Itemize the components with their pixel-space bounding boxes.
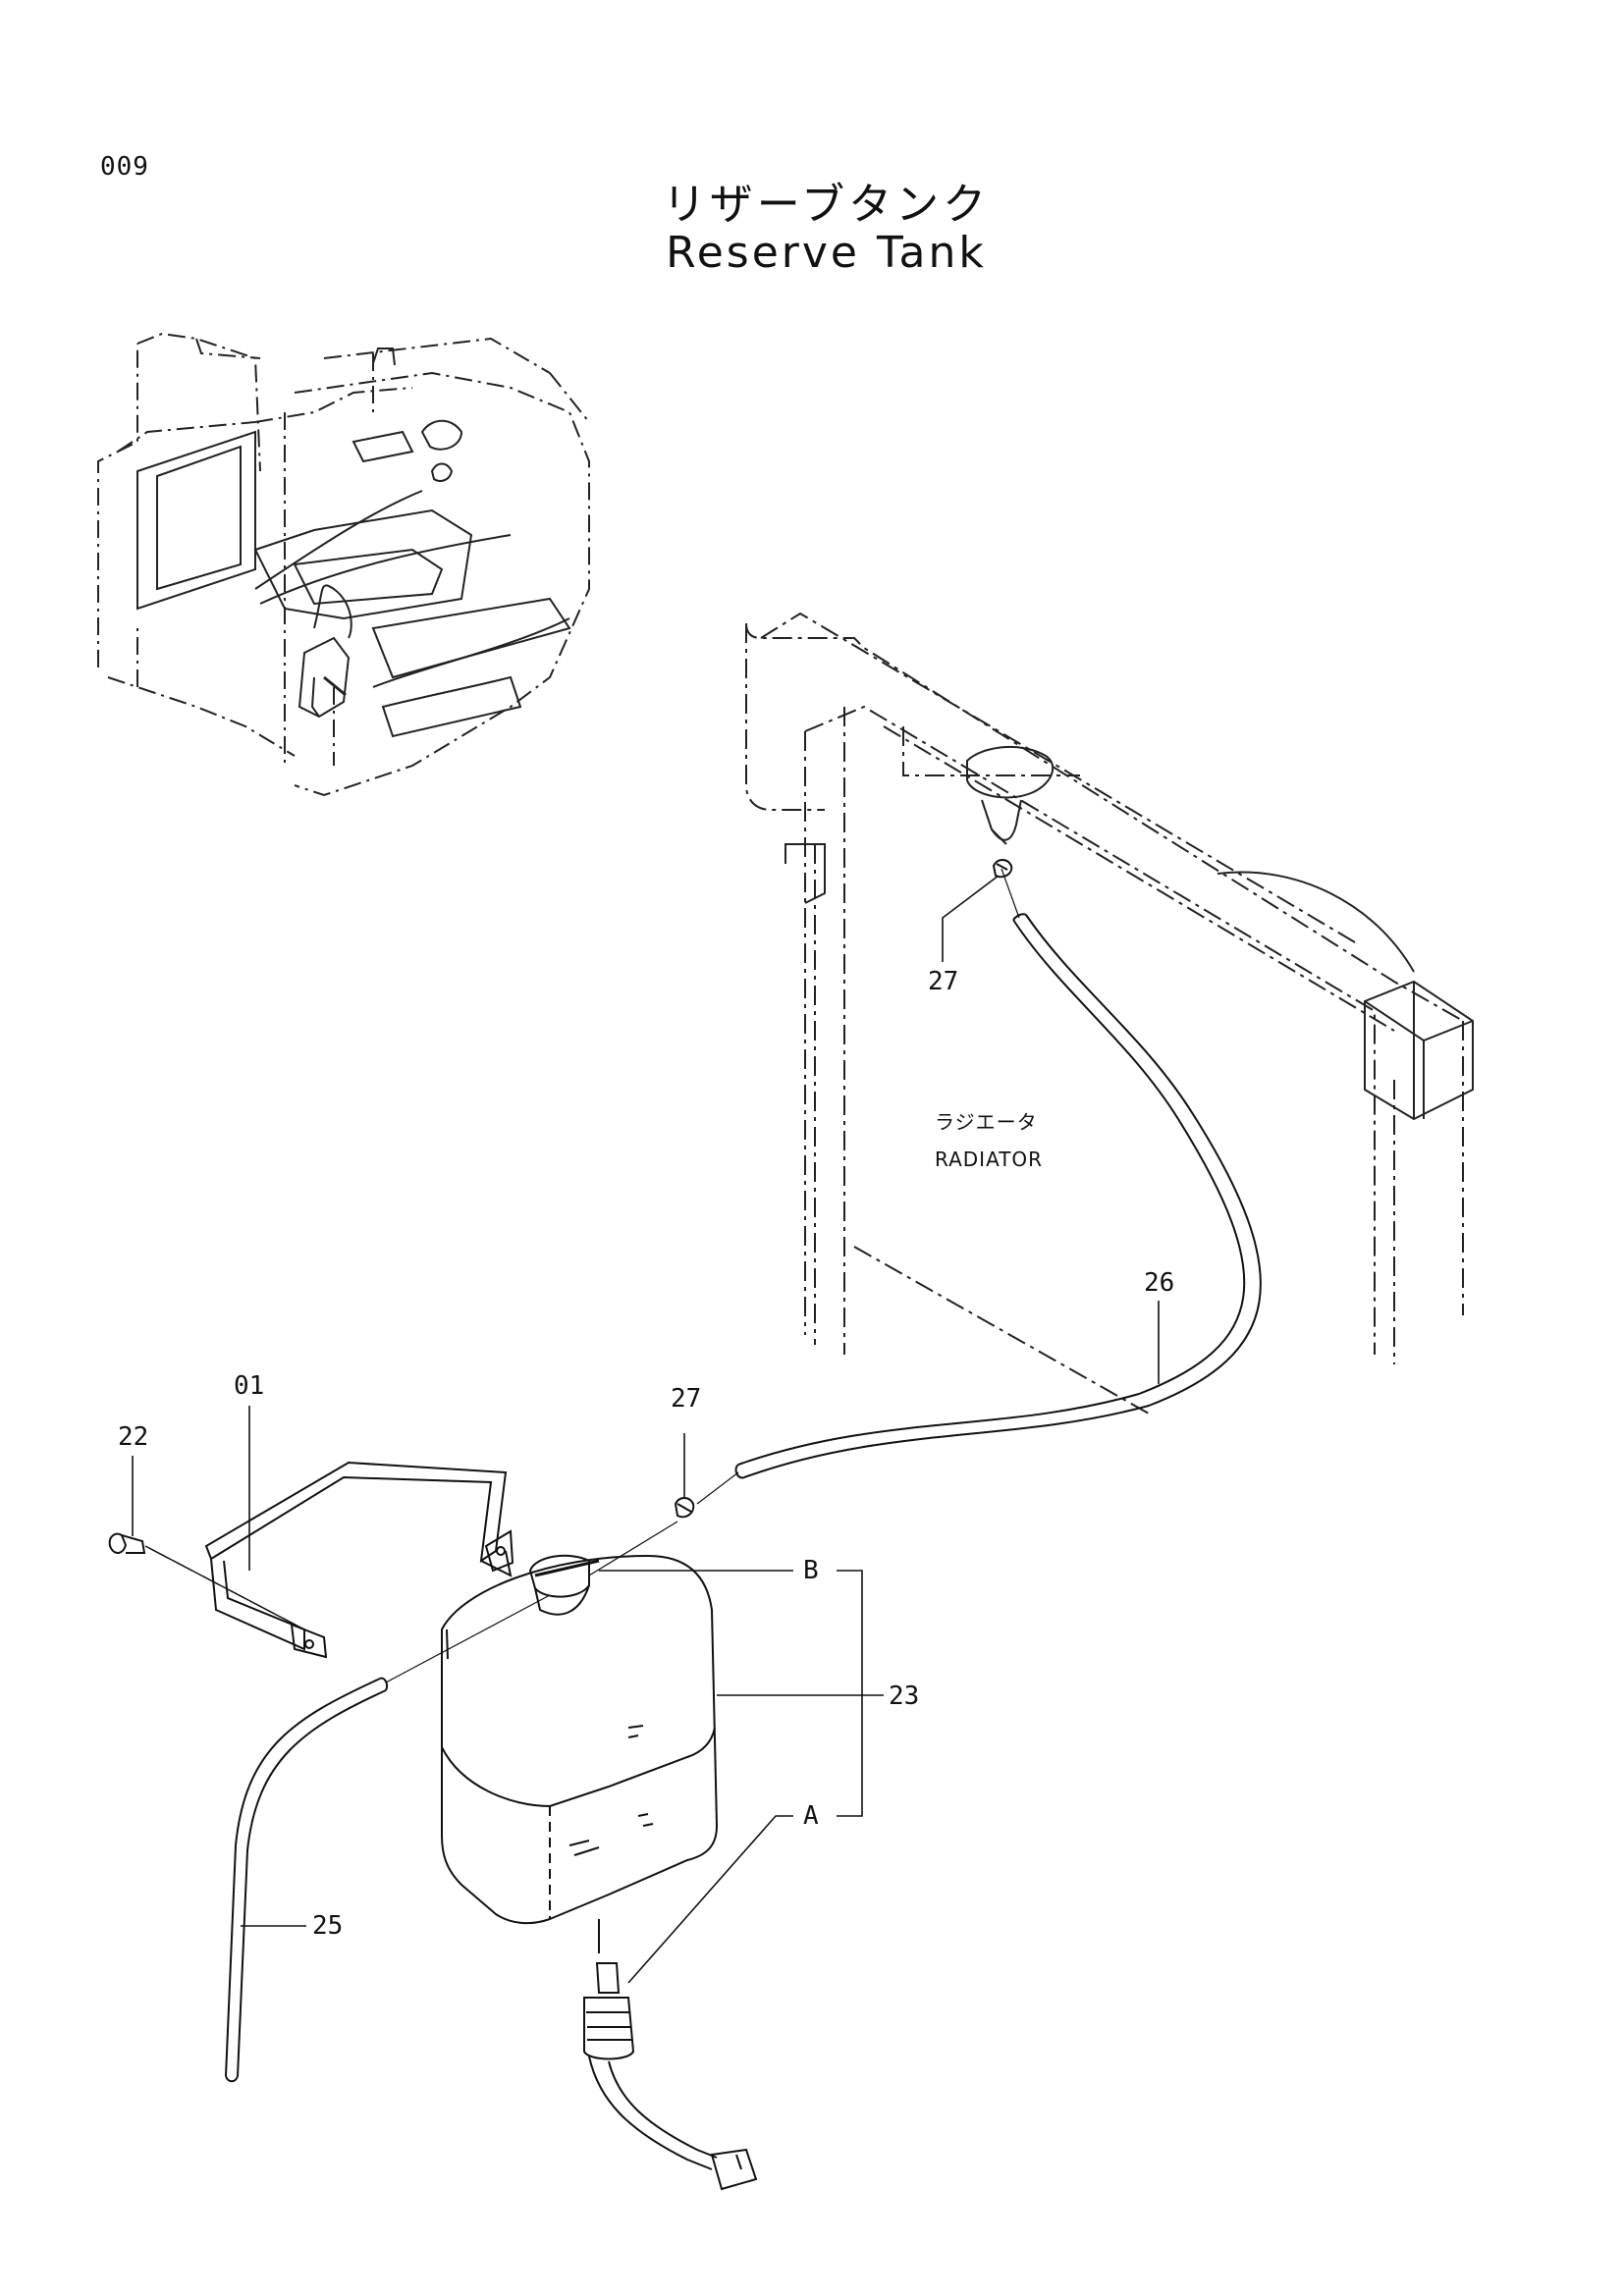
callout-23: 23 (889, 1682, 919, 1711)
radiator-label-english: RADIATOR (935, 1148, 1043, 1171)
page-title-japanese: リザーブタンク (662, 180, 991, 230)
machine-overview (97, 332, 590, 797)
level-sensor (583, 1919, 758, 2191)
callout-A: A (803, 1801, 819, 1831)
leader-lines (132, 875, 1160, 1984)
page-title-english: Reserve Tank (666, 228, 987, 278)
clamp-27-mid (674, 1497, 695, 1519)
hose-25 (225, 1677, 389, 2083)
callout-26: 26 (1144, 1268, 1174, 1298)
page-number: 009 (100, 152, 149, 182)
bracket-01 (204, 1461, 514, 1659)
reserve-tank-23 (441, 1554, 719, 1925)
callout-labels: 01 22 27 26 27 B 23 A 25 ラジエータ RADIATOR (118, 967, 1174, 1941)
callout-27-top: 27 (928, 967, 958, 996)
assembly-lines (385, 868, 1020, 1683)
callout-01: 01 (234, 1371, 264, 1401)
callout-22: 22 (118, 1422, 148, 1452)
radiator-outline (745, 612, 1474, 1415)
clamp-27-top (992, 859, 1013, 879)
callout-25: 25 (312, 1911, 343, 1941)
radiator-label-japanese: ラジエータ (935, 1110, 1038, 1134)
callout-B: B (803, 1556, 819, 1585)
bolt-22 (108, 1532, 305, 1630)
callout-27-mid: 27 (671, 1384, 701, 1414)
